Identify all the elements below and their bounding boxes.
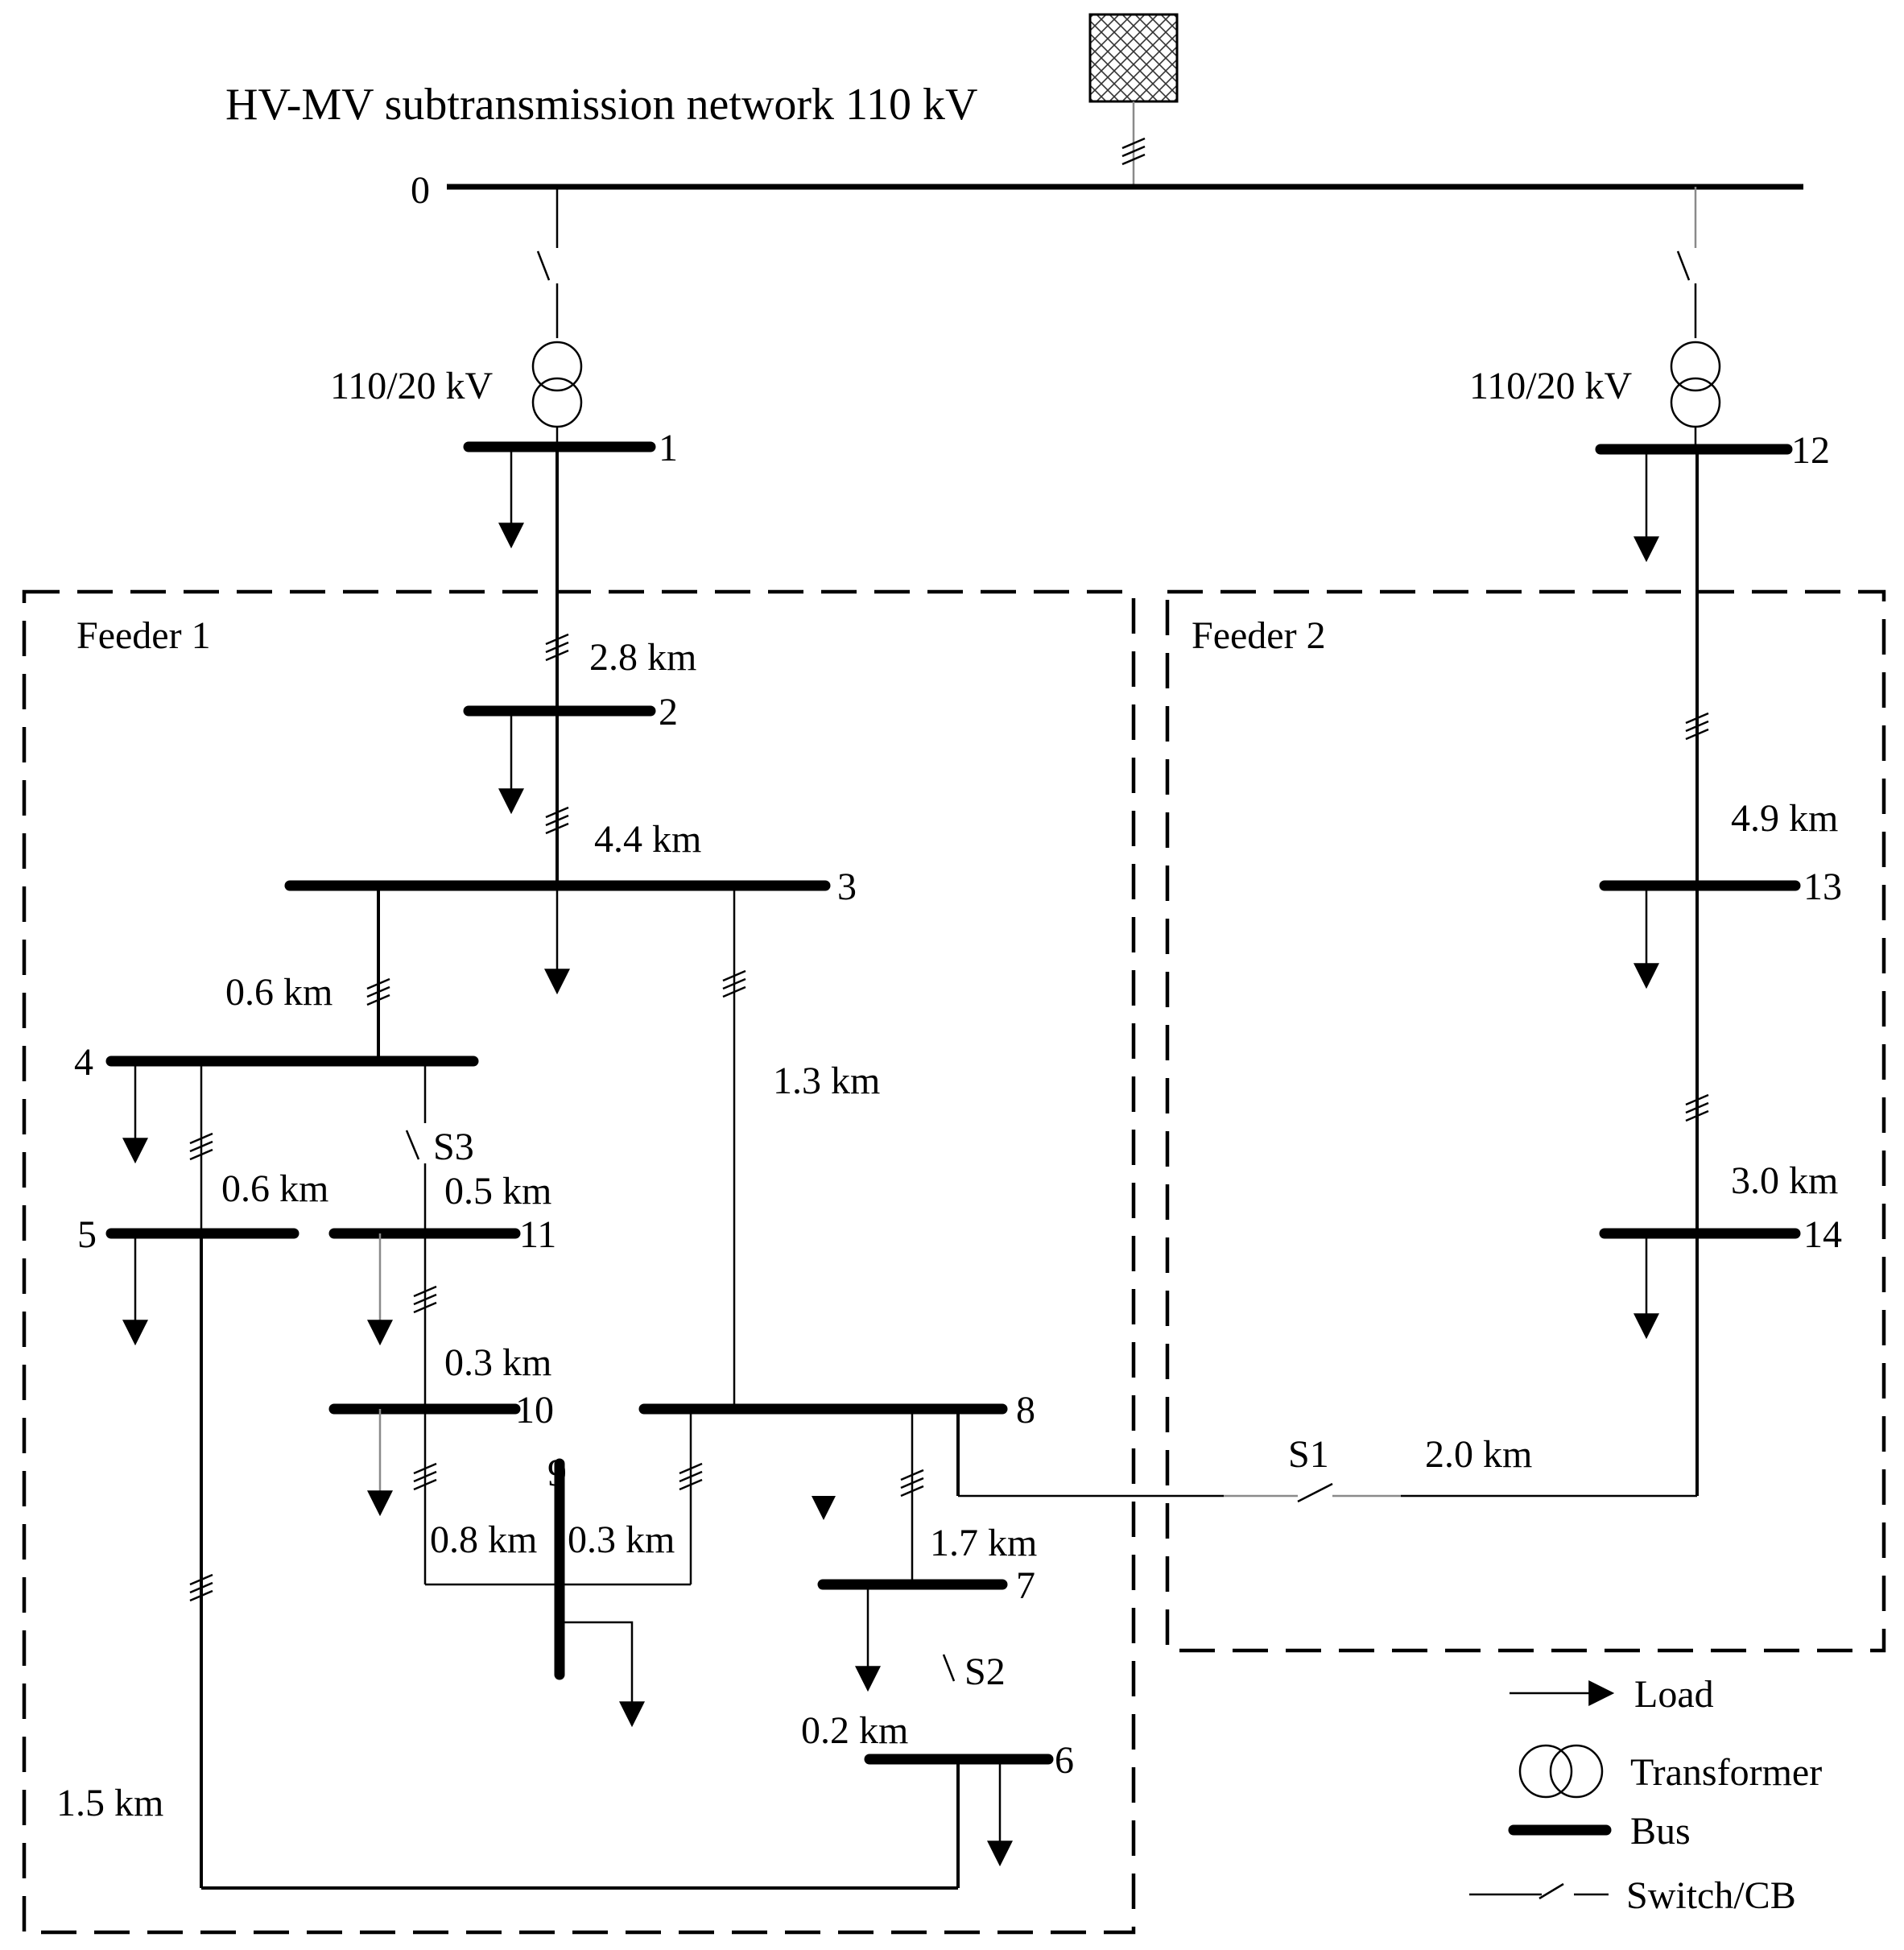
feeder-2-boundary	[1165, 589, 1886, 1653]
diagram-title: HV-MV subtransmission network 110 kV	[225, 80, 977, 130]
switch-label-s1: S1	[1288, 1433, 1329, 1476]
bus-label-10: 10	[515, 1389, 554, 1432]
length-label-3-8: 1.3 km	[773, 1060, 880, 1102]
length-label-1-2: 2.8 km	[589, 636, 696, 679]
bus-label-1: 1	[659, 427, 678, 469]
bus-label-2: 2	[659, 691, 678, 733]
switch-label-s2: S2	[964, 1650, 1006, 1693]
line-7-6-open	[942, 1654, 956, 1682]
bus-label-11: 11	[519, 1213, 556, 1256]
right-switch-icon	[1676, 250, 1691, 281]
length-label-4-11: 0.5 km	[444, 1170, 551, 1213]
transformer-label-left: 110/20 kV	[330, 365, 494, 407]
length-label-3-4: 0.6 km	[225, 971, 332, 1014]
length-label-5-6: 1.5 km	[56, 1782, 163, 1824]
length-label-8-9: 0.3 km	[568, 1518, 675, 1561]
line-markers	[189, 633, 1709, 1602]
line-marker	[1121, 137, 1146, 166]
bus-label-0: 0	[411, 169, 430, 212]
bus-label-12: 12	[1791, 429, 1830, 472]
left-switch-icon	[536, 250, 551, 281]
length-label-8-7: 1.7 km	[930, 1522, 1037, 1564]
transformer-label-right: 110/20 kV	[1469, 365, 1633, 407]
bus-label-6: 6	[1055, 1739, 1074, 1782]
length-label-tie: 2.0 km	[1425, 1433, 1532, 1476]
right-transformer-icon	[1670, 341, 1721, 428]
feeder-1-boundary	[22, 589, 1136, 1935]
left-transformer-icon	[531, 341, 583, 428]
bus-label-14: 14	[1803, 1213, 1842, 1256]
bus-label-3: 3	[837, 866, 857, 908]
load-arrows	[122, 447, 1659, 1867]
legend-switch-label: Switch/CB	[1626, 1874, 1796, 1917]
length-label-7-6: 0.2 km	[801, 1709, 908, 1752]
legend-transformer-label: Transformer	[1630, 1751, 1822, 1794]
length-label-4-5: 0.6 km	[221, 1167, 328, 1210]
bus-label-8: 8	[1016, 1389, 1035, 1432]
length-label-11-10: 0.3 km	[444, 1341, 551, 1384]
length-label-10-9: 0.8 km	[430, 1518, 537, 1561]
bus-label-9: 9	[547, 1452, 567, 1494]
length-label-12-13: 4.9 km	[1731, 797, 1838, 840]
bus-label-4: 4	[74, 1041, 93, 1084]
bus-label-5: 5	[77, 1213, 97, 1256]
load-bus-9	[560, 1621, 645, 1728]
legend: Load Transformer Bus Switch/CB	[1469, 1673, 1822, 1917]
switch-label-s3: S3	[433, 1126, 474, 1168]
feeder-label-1: Feeder 1	[76, 614, 211, 657]
bus-label-7: 7	[1016, 1564, 1035, 1607]
length-label-2-3: 4.4 km	[594, 818, 701, 861]
switch-s1-icon	[1297, 1482, 1333, 1503]
length-label-13-14: 3.0 km	[1731, 1159, 1838, 1202]
bus-label-13: 13	[1803, 866, 1842, 908]
external-grid-icon	[1088, 13, 1179, 103]
load-bus-8-head	[812, 1496, 836, 1520]
legend-transformer-icon	[1518, 1744, 1604, 1799]
legend-bus-label: Bus	[1630, 1810, 1691, 1853]
feeder-label-2: Feeder 2	[1192, 614, 1326, 657]
legend-switch-icon	[1469, 1882, 1609, 1900]
switch-s3-icon	[405, 1130, 420, 1160]
legend-load-label: Load	[1634, 1673, 1714, 1716]
